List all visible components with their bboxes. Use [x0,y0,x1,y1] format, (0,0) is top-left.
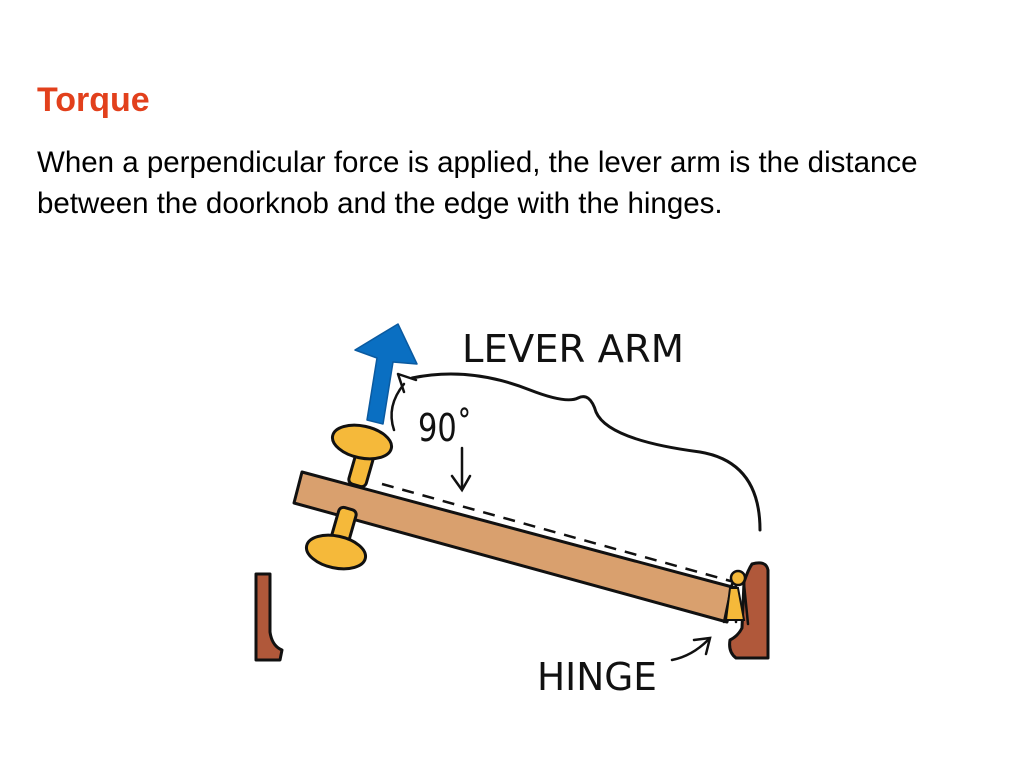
slide-title: Torque [37,81,150,119]
doorknob-bottom [304,505,368,571]
lever-arm-dashed-line [381,482,735,584]
angle-label: 90˚ [418,406,472,450]
doorknob-top [330,423,394,489]
hinge [722,569,750,626]
hinge-label: HINGE [537,655,657,699]
lever-arm-brace [410,372,762,532]
slide-body-text: When a perpendicular force is applied, t… [37,146,918,220]
hinge-pointer-arrow [670,636,712,662]
lever-arm-label: LEVER ARM [462,327,684,371]
door [292,470,738,624]
left-door-frame [254,572,284,662]
force-arrow [354,323,418,425]
